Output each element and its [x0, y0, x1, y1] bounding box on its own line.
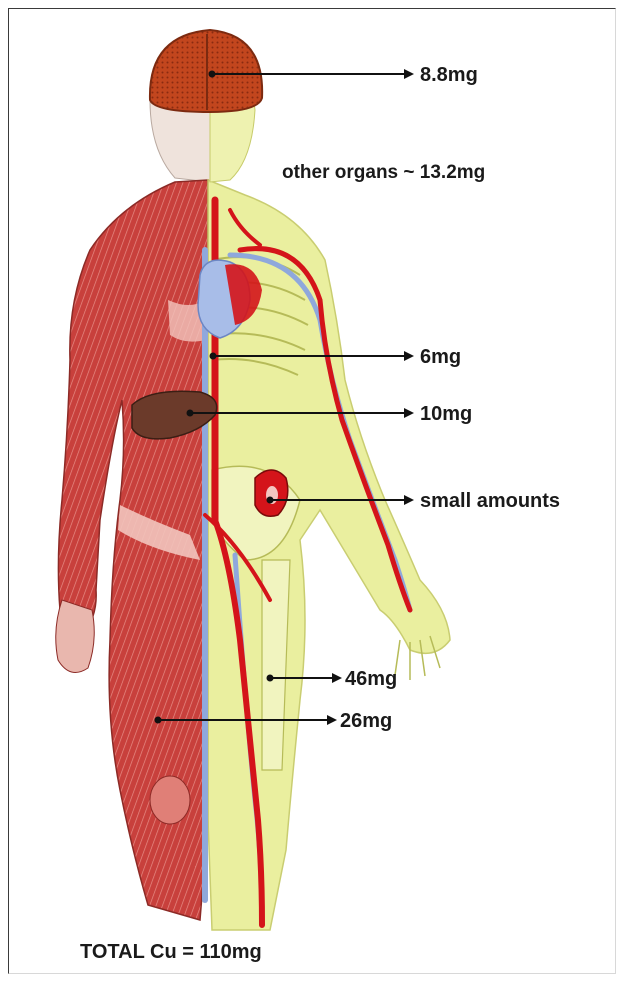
liver-label: 10mg [420, 403, 472, 425]
blood-label: 6mg [420, 346, 461, 368]
total-label: TOTAL Cu = 110mg [80, 941, 262, 963]
kidney [255, 470, 288, 516]
brain [150, 30, 262, 112]
other-organs-label: other organs ~ 13.2mg [282, 162, 485, 183]
skeletal-half [208, 60, 450, 930]
muscular-half [56, 60, 210, 921]
brain-label: 8.8mg [420, 64, 478, 86]
muscle-label: 26mg [340, 710, 392, 732]
kidney-label: small amounts [420, 490, 560, 512]
skeleton-label: 46mg [345, 668, 397, 690]
